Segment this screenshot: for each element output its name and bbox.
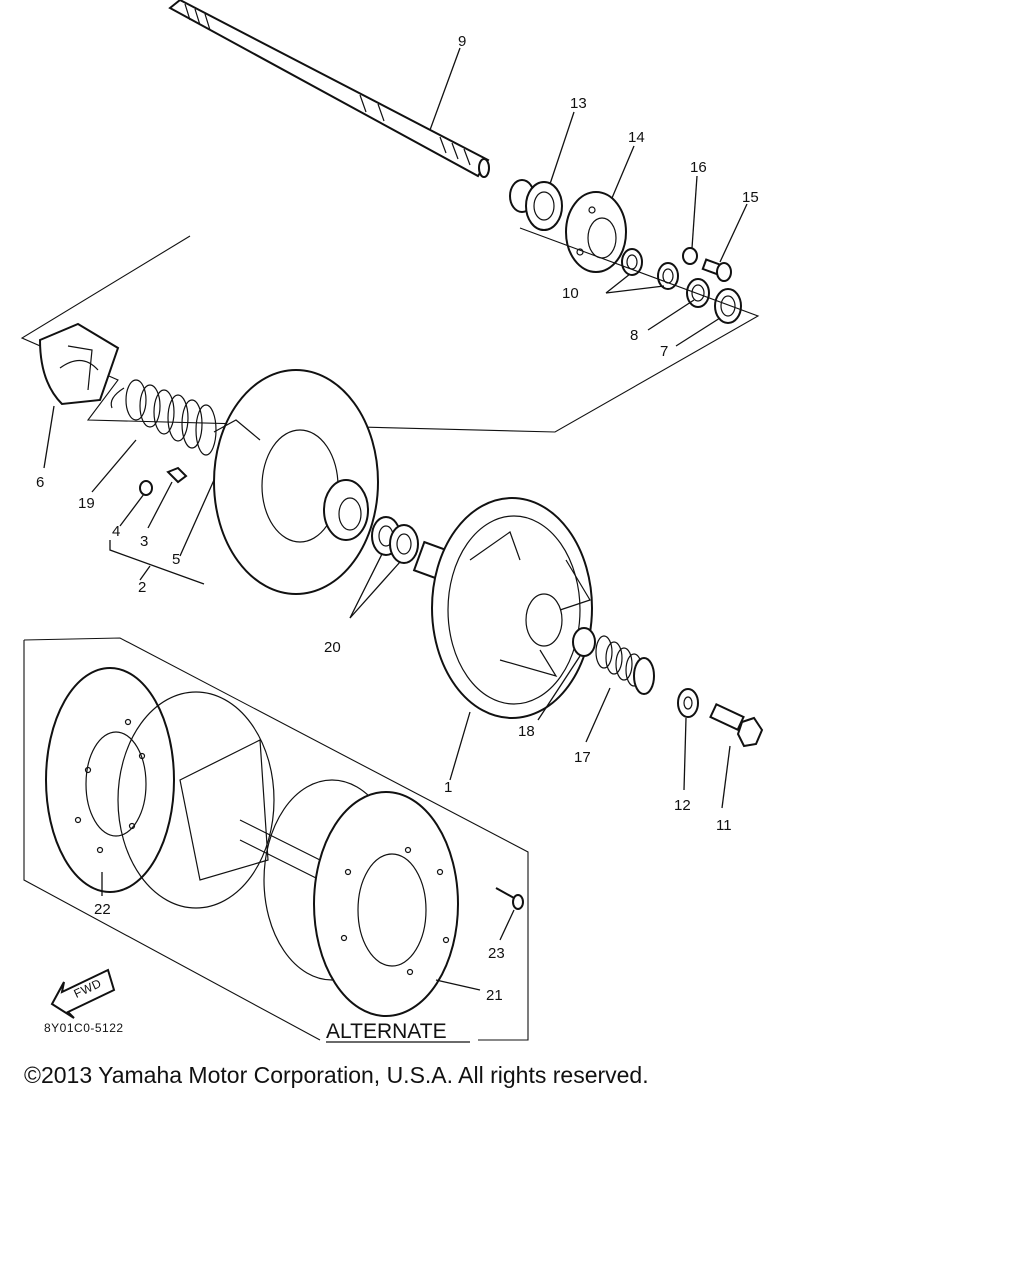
nut-part-16 xyxy=(682,247,698,265)
alternate-label: ALTERNATE xyxy=(326,1020,447,1043)
screw-part-4 xyxy=(139,480,153,496)
assembly-boundary-upper xyxy=(20,227,760,433)
callout-1: 1 xyxy=(444,779,452,796)
callout-6: 6 xyxy=(36,474,44,491)
screw-part-23 xyxy=(495,887,524,910)
leader-lines xyxy=(43,47,748,991)
washer-part-7 xyxy=(714,288,742,324)
callout-23: 23 xyxy=(488,945,505,962)
callout-17: 17 xyxy=(574,749,591,766)
callout-21: 21 xyxy=(486,987,503,1004)
disc-part-22 xyxy=(45,667,175,893)
cover-plate-part-14 xyxy=(565,191,627,273)
cam-part-6 xyxy=(38,322,120,406)
bearing-part-13 xyxy=(509,179,563,231)
callout-7: 7 xyxy=(660,343,668,360)
spring-part-17 xyxy=(595,635,655,695)
callout-13: 13 xyxy=(570,95,587,112)
slider-part-3 xyxy=(166,466,188,484)
fwd-arrow-icon: FWD xyxy=(50,968,116,1019)
callout-11: 11 xyxy=(716,817,732,834)
callout-8: 8 xyxy=(630,327,638,344)
parts-exploded-diagram: FWD 9 13 14 16 15 10 8 7 6 19 4 xyxy=(20,0,764,1043)
shaft-part-9 xyxy=(168,0,490,178)
copyright-notice: ©2013 Yamaha Motor Corporation, U.S.A. A… xyxy=(24,1062,649,1088)
callout-5: 5 xyxy=(172,551,180,568)
bolt-part-15 xyxy=(701,258,732,282)
callout-16: 16 xyxy=(690,159,707,176)
callout-12: 12 xyxy=(674,797,691,814)
drawing-code: 8Y01C0-5122 xyxy=(44,1021,124,1035)
callout-2: 2 xyxy=(138,579,146,596)
callout-10: 10 xyxy=(562,285,579,302)
callout-22: 22 xyxy=(94,901,111,918)
collar-part-18 xyxy=(572,627,596,657)
washer-part-12 xyxy=(677,688,699,718)
callout-3: 3 xyxy=(140,533,148,550)
callout-19: 19 xyxy=(78,495,95,512)
callout-14: 14 xyxy=(628,129,645,146)
callout-15: 15 xyxy=(742,189,759,206)
washer-part-10a xyxy=(621,248,643,276)
circlip-part-8 xyxy=(686,278,710,308)
disc-part-21 xyxy=(313,791,459,1017)
sheave-part-5 xyxy=(213,369,379,595)
callout-9: 9 xyxy=(458,33,466,50)
sheave-part-1 xyxy=(412,497,593,719)
callout-20: 20 xyxy=(324,639,341,656)
spring-part-19 xyxy=(110,379,217,456)
bolt-part-11 xyxy=(709,702,764,748)
spacer-part-20b xyxy=(389,524,419,564)
callout-18: 18 xyxy=(518,723,535,740)
alternate-boundary xyxy=(23,637,529,1041)
callout-4: 4 xyxy=(112,523,120,540)
